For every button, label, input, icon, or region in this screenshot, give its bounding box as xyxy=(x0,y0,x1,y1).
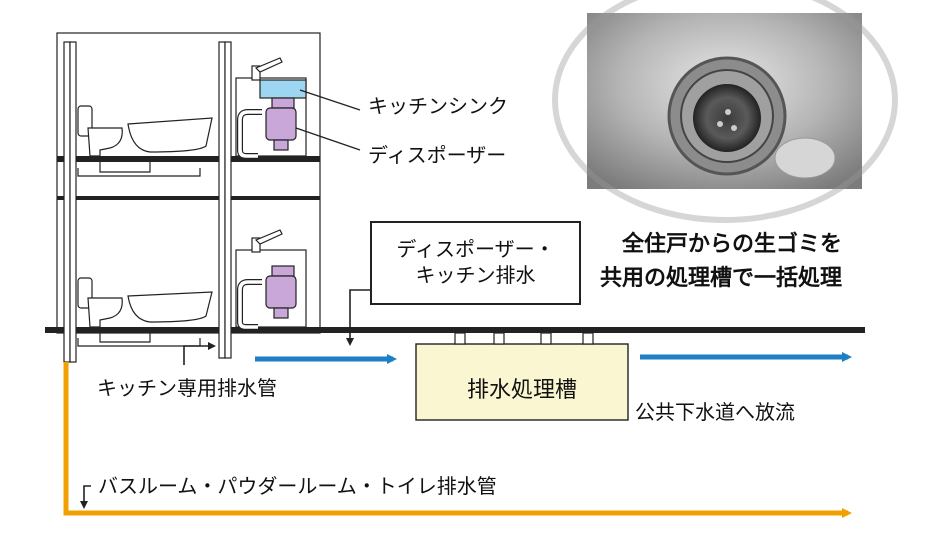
sink-photo xyxy=(555,0,895,220)
bathtub-icon xyxy=(128,292,212,322)
bath-pipe-label: バスルーム・パウダールーム・トイレ排水管 xyxy=(98,476,497,496)
bath-pipe-pointer xyxy=(84,486,91,505)
drainage-box-label: ディスポーザー・ キッチン排水 xyxy=(371,236,580,288)
sewer-label: 公共下水道へ放流 xyxy=(635,402,795,422)
kitchen-pipe-pointer xyxy=(184,346,212,365)
box-pointer-arrow xyxy=(350,290,371,342)
kitchen-sink-label: キッチンシンク xyxy=(368,96,508,116)
bathtub-icon xyxy=(128,118,212,152)
floor-slab-upper xyxy=(57,156,320,162)
ground-line xyxy=(45,327,865,333)
kitchen-sink-icon xyxy=(260,80,306,98)
heading-line2: 共用の処理槽で一括処理 xyxy=(600,268,842,290)
drainage-box-line2: キッチン排水 xyxy=(371,262,580,288)
floor-slab-middle xyxy=(57,196,320,200)
kitchen-pipe-label: キッチン専用排水管 xyxy=(97,378,277,398)
drainage-box-line1: ディスポーザー・ xyxy=(371,236,580,262)
disposer-label: ディスポーザー xyxy=(368,145,506,165)
heading-line1: 全住戸からの生ゴミを xyxy=(622,234,842,256)
treatment-tank-label: 排水処理槽 xyxy=(416,372,628,404)
